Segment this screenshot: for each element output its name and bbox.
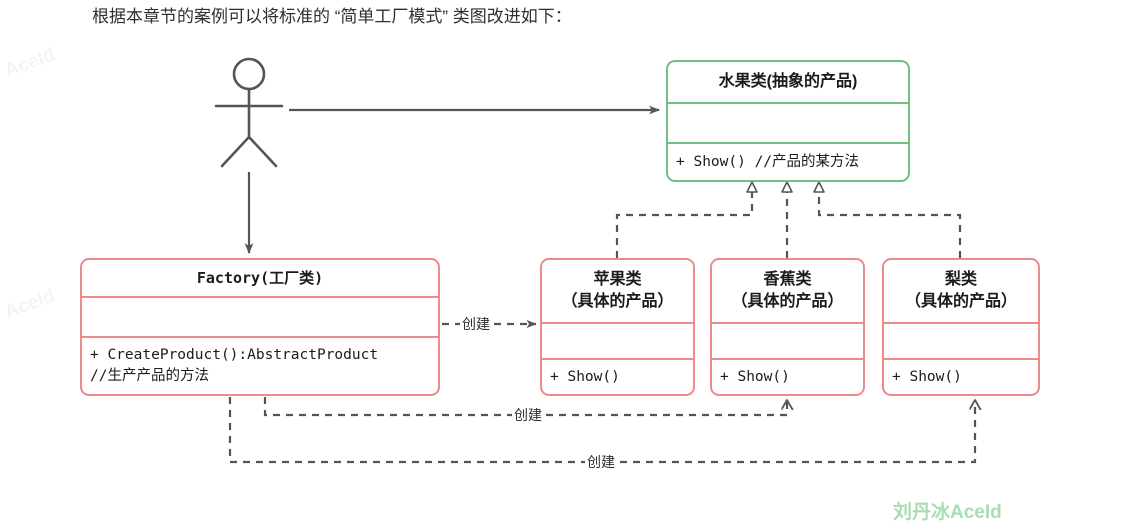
class-title-text: 梨类 (944, 271, 977, 288)
edge-label-create-pear: 创建 (585, 454, 617, 470)
class-attributes-pear (884, 324, 1038, 360)
class-box-pear[interactable]: 梨类 （具体的产品） + Show() (882, 258, 1040, 396)
class-box-factory[interactable]: Factory(工厂类) + CreateProduct():AbstractP… (80, 258, 440, 396)
class-title-abstract-product: 水果类(抽象的产品) (668, 62, 908, 104)
class-methods-banana: + Show() (712, 360, 863, 394)
method-line: + Show() (892, 368, 962, 385)
class-attributes-apple (542, 324, 693, 360)
class-methods-factory: + CreateProduct():AbstractProduct //生产产品… (82, 338, 438, 394)
class-title-text: 苹果类 (593, 271, 642, 288)
class-box-apple[interactable]: 苹果类 （具体的产品） + Show() (540, 258, 695, 396)
method-line: + Show() //产品的某方法 (676, 153, 860, 170)
class-attributes-banana (712, 324, 863, 360)
class-box-abstract-product[interactable]: 水果类(抽象的产品) + Show() //产品的某方法 (666, 60, 910, 182)
class-subtitle-text: （具体的产品） (904, 293, 1017, 310)
watermark-author: 刘丹冰AceId (893, 502, 1002, 523)
edge-label-create-apple: 创建 (460, 316, 492, 332)
class-title-text: 水果类(抽象的产品) (718, 73, 858, 90)
edge-factory-creates-pear (228, 397, 975, 464)
class-subtitle-text: （具体的产品） (561, 293, 674, 310)
method-line: + Show() (550, 368, 620, 385)
edge-pear-realizes-abstract (813, 181, 962, 258)
page-caption: 根据本章节的案例可以将标准的 “简单工厂模式” 类图改进如下： (92, 7, 572, 26)
actor-stick-figure (214, 57, 284, 168)
method-comment-line: //生产产品的方法 (90, 368, 209, 384)
actor-head-icon (232, 57, 266, 91)
edge-label-create-banana: 创建 (512, 407, 544, 423)
class-methods-abstract-product: + Show() //产品的某方法 (668, 144, 908, 180)
actor-left-leg (220, 135, 251, 168)
class-title-text: Factory(工厂类) (196, 269, 324, 287)
actor-right-leg (247, 135, 278, 168)
class-methods-apple: + Show() (542, 360, 693, 394)
class-box-banana[interactable]: 香蕉类 （具体的产品） + Show() (710, 258, 865, 396)
class-title-apple: 苹果类 （具体的产品） (542, 260, 693, 324)
class-title-pear: 梨类 （具体的产品） (884, 260, 1038, 324)
class-title-text: 香蕉类 (763, 271, 812, 288)
class-title-factory: Factory(工厂类) (82, 260, 438, 298)
method-line: + Show() (720, 368, 790, 385)
class-attributes-abstract-product (668, 104, 908, 144)
class-title-banana: 香蕉类 （具体的产品） (712, 260, 863, 324)
class-methods-pear: + Show() (884, 360, 1038, 394)
class-subtitle-text: （具体的产品） (731, 293, 844, 310)
edge-apple-realizes-abstract (615, 181, 758, 258)
method-line: + CreateProduct():AbstractProduct (90, 347, 379, 363)
class-attributes-factory (82, 298, 438, 338)
